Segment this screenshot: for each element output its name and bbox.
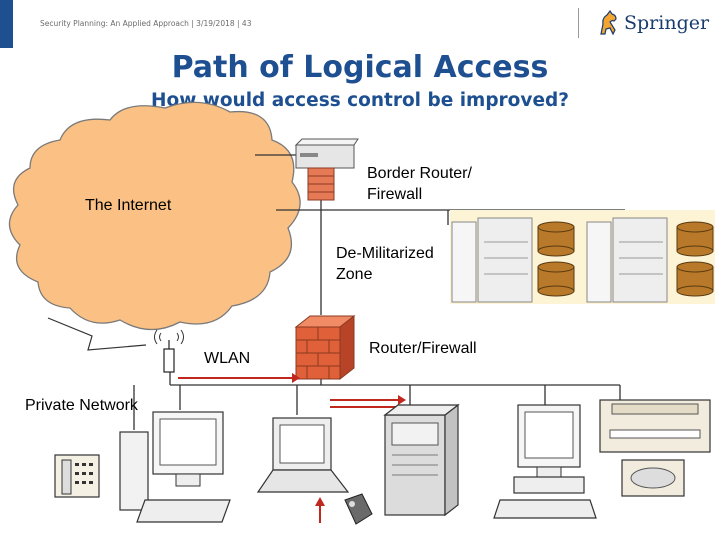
server-tower-icon — [383, 403, 460, 517]
dmz-server-2-icon — [586, 217, 668, 303]
printer-icon — [599, 399, 711, 497]
wireless-link — [47, 317, 147, 351]
logo-text: Springer — [624, 12, 710, 34]
wlan-label: WLAN — [204, 350, 251, 367]
slide-subtitle: How would access control be improved? — [151, 90, 569, 111]
private-network-label: Private Network — [25, 397, 138, 414]
router-firewall-label: Router/Firewall — [369, 340, 477, 357]
internet-label: The Internet — [85, 197, 172, 214]
firewall-icon — [294, 314, 356, 381]
border-router-label-line2: Firewall — [367, 186, 423, 203]
keys-icon — [344, 493, 373, 525]
springer-logo: Springer — [598, 8, 709, 38]
header-accent-bar — [0, 0, 13, 48]
telephone-icon — [54, 454, 100, 498]
border-router-icon — [294, 138, 359, 201]
laptop-icon — [256, 417, 350, 493]
border-router-label: Border Router/ Firewall — [367, 163, 472, 205]
database-icons — [537, 221, 714, 297]
slide-info: Security Planning: An Applied Approach |… — [40, 19, 252, 28]
access-path-arrows — [178, 373, 406, 523]
desktop-computer-1-icon — [119, 411, 231, 523]
wireless-access-point-icon — [154, 329, 184, 373]
dmz-server-1-icon — [451, 217, 533, 303]
internet-cloud — [8, 101, 301, 331]
dmz-label: De-Militarized Zone — [336, 243, 434, 285]
header-divider — [578, 8, 579, 38]
dmz-label-line1: De-Militarized — [336, 245, 434, 262]
slide-title: Path of Logical Access — [171, 50, 549, 85]
desktop-computer-2-icon — [493, 404, 597, 519]
border-router-label-line1: Border Router/ — [367, 165, 472, 182]
springer-horse-icon — [600, 10, 617, 36]
dmz-label-line2: Zone — [336, 266, 373, 283]
